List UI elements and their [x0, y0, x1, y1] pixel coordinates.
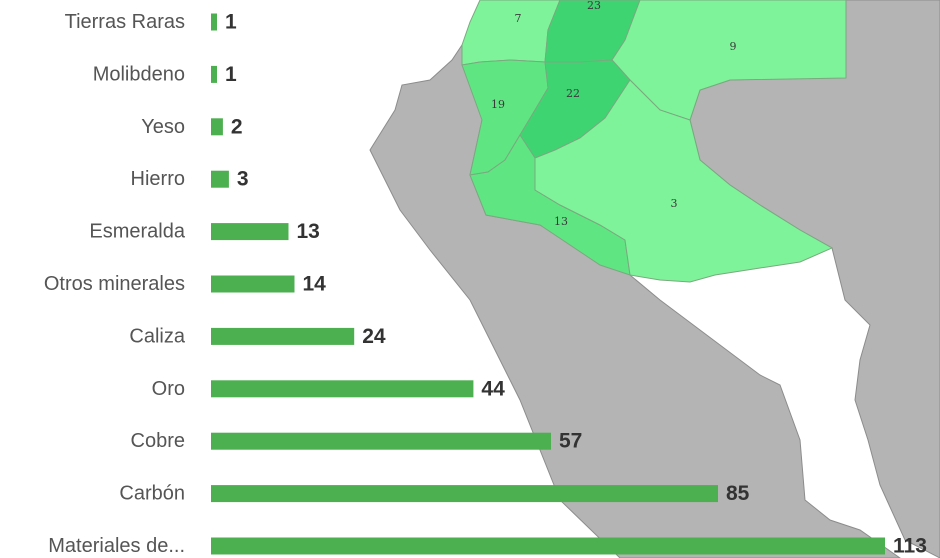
category-label: Otros minerales — [44, 273, 185, 295]
category-label: Hierro — [131, 168, 185, 190]
map-region-label: 22 — [566, 87, 580, 100]
map-region-label: 7 — [515, 12, 522, 25]
value-label: 14 — [303, 273, 327, 296]
map-region-label: 9 — [730, 40, 737, 53]
category-label: Yeso — [141, 116, 185, 138]
category-label: Molibdeno — [93, 63, 185, 85]
value-label: 1 — [225, 63, 237, 86]
bar — [211, 380, 474, 398]
map-region-label: 13 — [554, 215, 568, 228]
bar — [211, 485, 718, 503]
category-label: Carbón — [119, 483, 185, 505]
bar — [211, 432, 551, 450]
map-region-label: 3 — [671, 197, 678, 210]
value-label: 2 — [231, 115, 243, 138]
category-label: Esmeralda — [89, 221, 185, 243]
category-label: Oro — [152, 378, 185, 400]
bar — [211, 170, 229, 188]
bar — [211, 223, 289, 241]
category-label: Caliza — [129, 325, 185, 347]
map-region-south-east — [534, 79, 834, 283]
category-label: Cobre — [131, 430, 185, 452]
map-gray-territory-west — [369, 44, 901, 558]
value-label: 13 — [297, 220, 320, 243]
bar — [211, 275, 295, 293]
bar — [211, 118, 223, 136]
value-label: 57 — [559, 430, 582, 453]
bar — [211, 13, 217, 31]
bar — [211, 537, 885, 555]
map-background: 7 23 9 19 22 13 3 — [369, 0, 940, 558]
value-label: 85 — [726, 482, 750, 505]
map-region-label: 23 — [587, 0, 601, 12]
value-label: 24 — [362, 325, 386, 348]
category-label: Tierras Raras — [65, 11, 185, 33]
bar — [211, 327, 355, 345]
value-label: 3 — [237, 168, 249, 191]
value-label: 1 — [225, 11, 237, 34]
value-label: 44 — [481, 377, 505, 400]
map-region-label: 19 — [491, 98, 505, 111]
bar — [211, 65, 217, 83]
value-label: 113 — [893, 535, 927, 558]
category-label: Materiales de... — [48, 535, 185, 557]
